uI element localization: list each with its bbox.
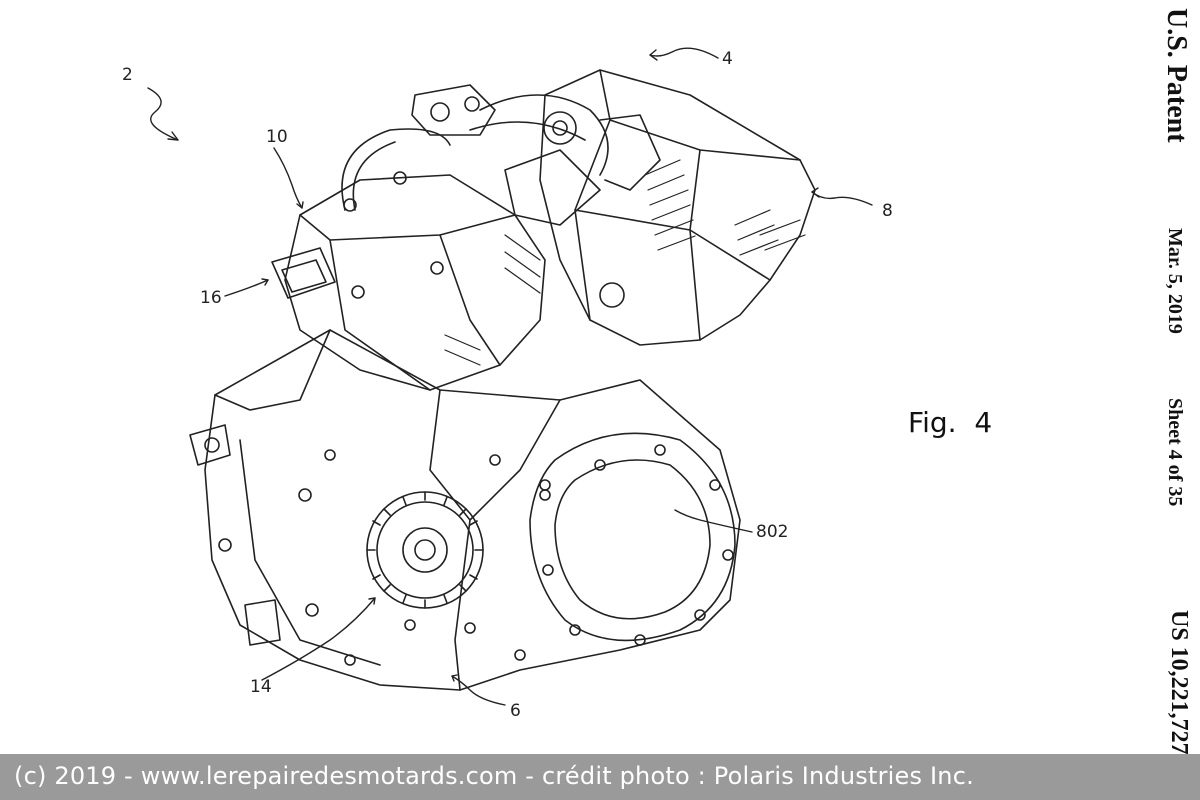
stator-cover [529,432,736,646]
figure-label: Fig. 4 [908,406,993,439]
watermark-banner: (c) 2019 - www.lerepairedesmotards.com -… [0,754,1200,800]
ref-10: 10 [266,127,288,147]
rear-cylinder-head [539,69,816,346]
ref-14: 14 [250,677,272,697]
ref-2: 2 [122,65,133,85]
front-cylinder-head [271,171,546,391]
ref-8: 8 [882,201,893,221]
throttle-body-assembly [341,84,661,226]
ref-6: 6 [510,701,521,721]
ref-4: 4 [722,49,733,69]
crankcase-bolts [218,449,551,666]
ref-16: 16 [200,288,222,308]
cam-gear [366,491,484,609]
reference-numerals: 2 4 8 10 16 802 14 6 [122,49,893,721]
ref-802: 802 [756,522,788,542]
leader-lines [147,47,873,706]
crankcase [189,329,741,691]
watermark-text: (c) 2019 - www.lerepairedesmotards.com -… [14,762,974,790]
